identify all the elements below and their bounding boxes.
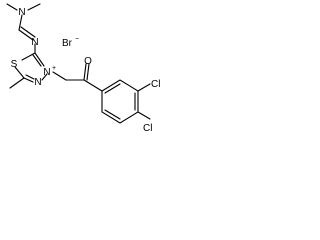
atom-ring-n-cation: N [43,67,50,78]
bromide-negative-charge: − [75,36,79,43]
ring-n-positive-charge: + [52,65,56,72]
bond-methyl-right-n [27,3,41,11]
benzene-double-3 [104,109,121,120]
atom-ring-n-lower: N [34,77,41,88]
bond-ch-n-imine-b [20,26,36,38]
atom-imino-n: N [31,37,38,48]
atom-ring-s: S [11,59,18,70]
bond-methyl-left-n [6,3,18,11]
benzene-ring [101,79,139,124]
bonds [6,3,151,124]
bond-n4-n3 [41,73,48,81]
atom-dimethyl-n: N [18,7,25,18]
bond-ch-n-imine-a [18,29,34,41]
atom-chloro-lower: Cl [143,123,152,134]
bond-n3-ch2 [52,71,67,81]
atom-labels: N N S N + N O Cl Cl Br − [11,7,161,134]
bond-co-aryl [83,79,103,92]
bromide-counterion: Br [62,38,73,49]
molecule-structure-diagram: N N S N + N O Cl Cl Br − [6,3,161,134]
bond-c5-n4-a [23,77,34,83]
bond-n3-c2-b [32,54,42,67]
bond-c2-s [21,52,36,61]
atom-carbonyl-o: O [84,56,92,67]
atom-chloro-upper: Cl [151,79,160,90]
bond-aryl-cl-upper [137,83,151,92]
benzene-double-1 [104,83,121,94]
bond-s-c5 [14,66,25,79]
bond-co-o-a [83,63,87,81]
bond-n3-c2-a [34,52,45,67]
bond-co-o-b [86,63,90,81]
bond-c5-n4-b [25,74,35,80]
bond-aryl-cl-lower [137,111,151,120]
bond-c5-methyl [9,77,25,89]
bond-nme2-ch [18,14,23,31]
